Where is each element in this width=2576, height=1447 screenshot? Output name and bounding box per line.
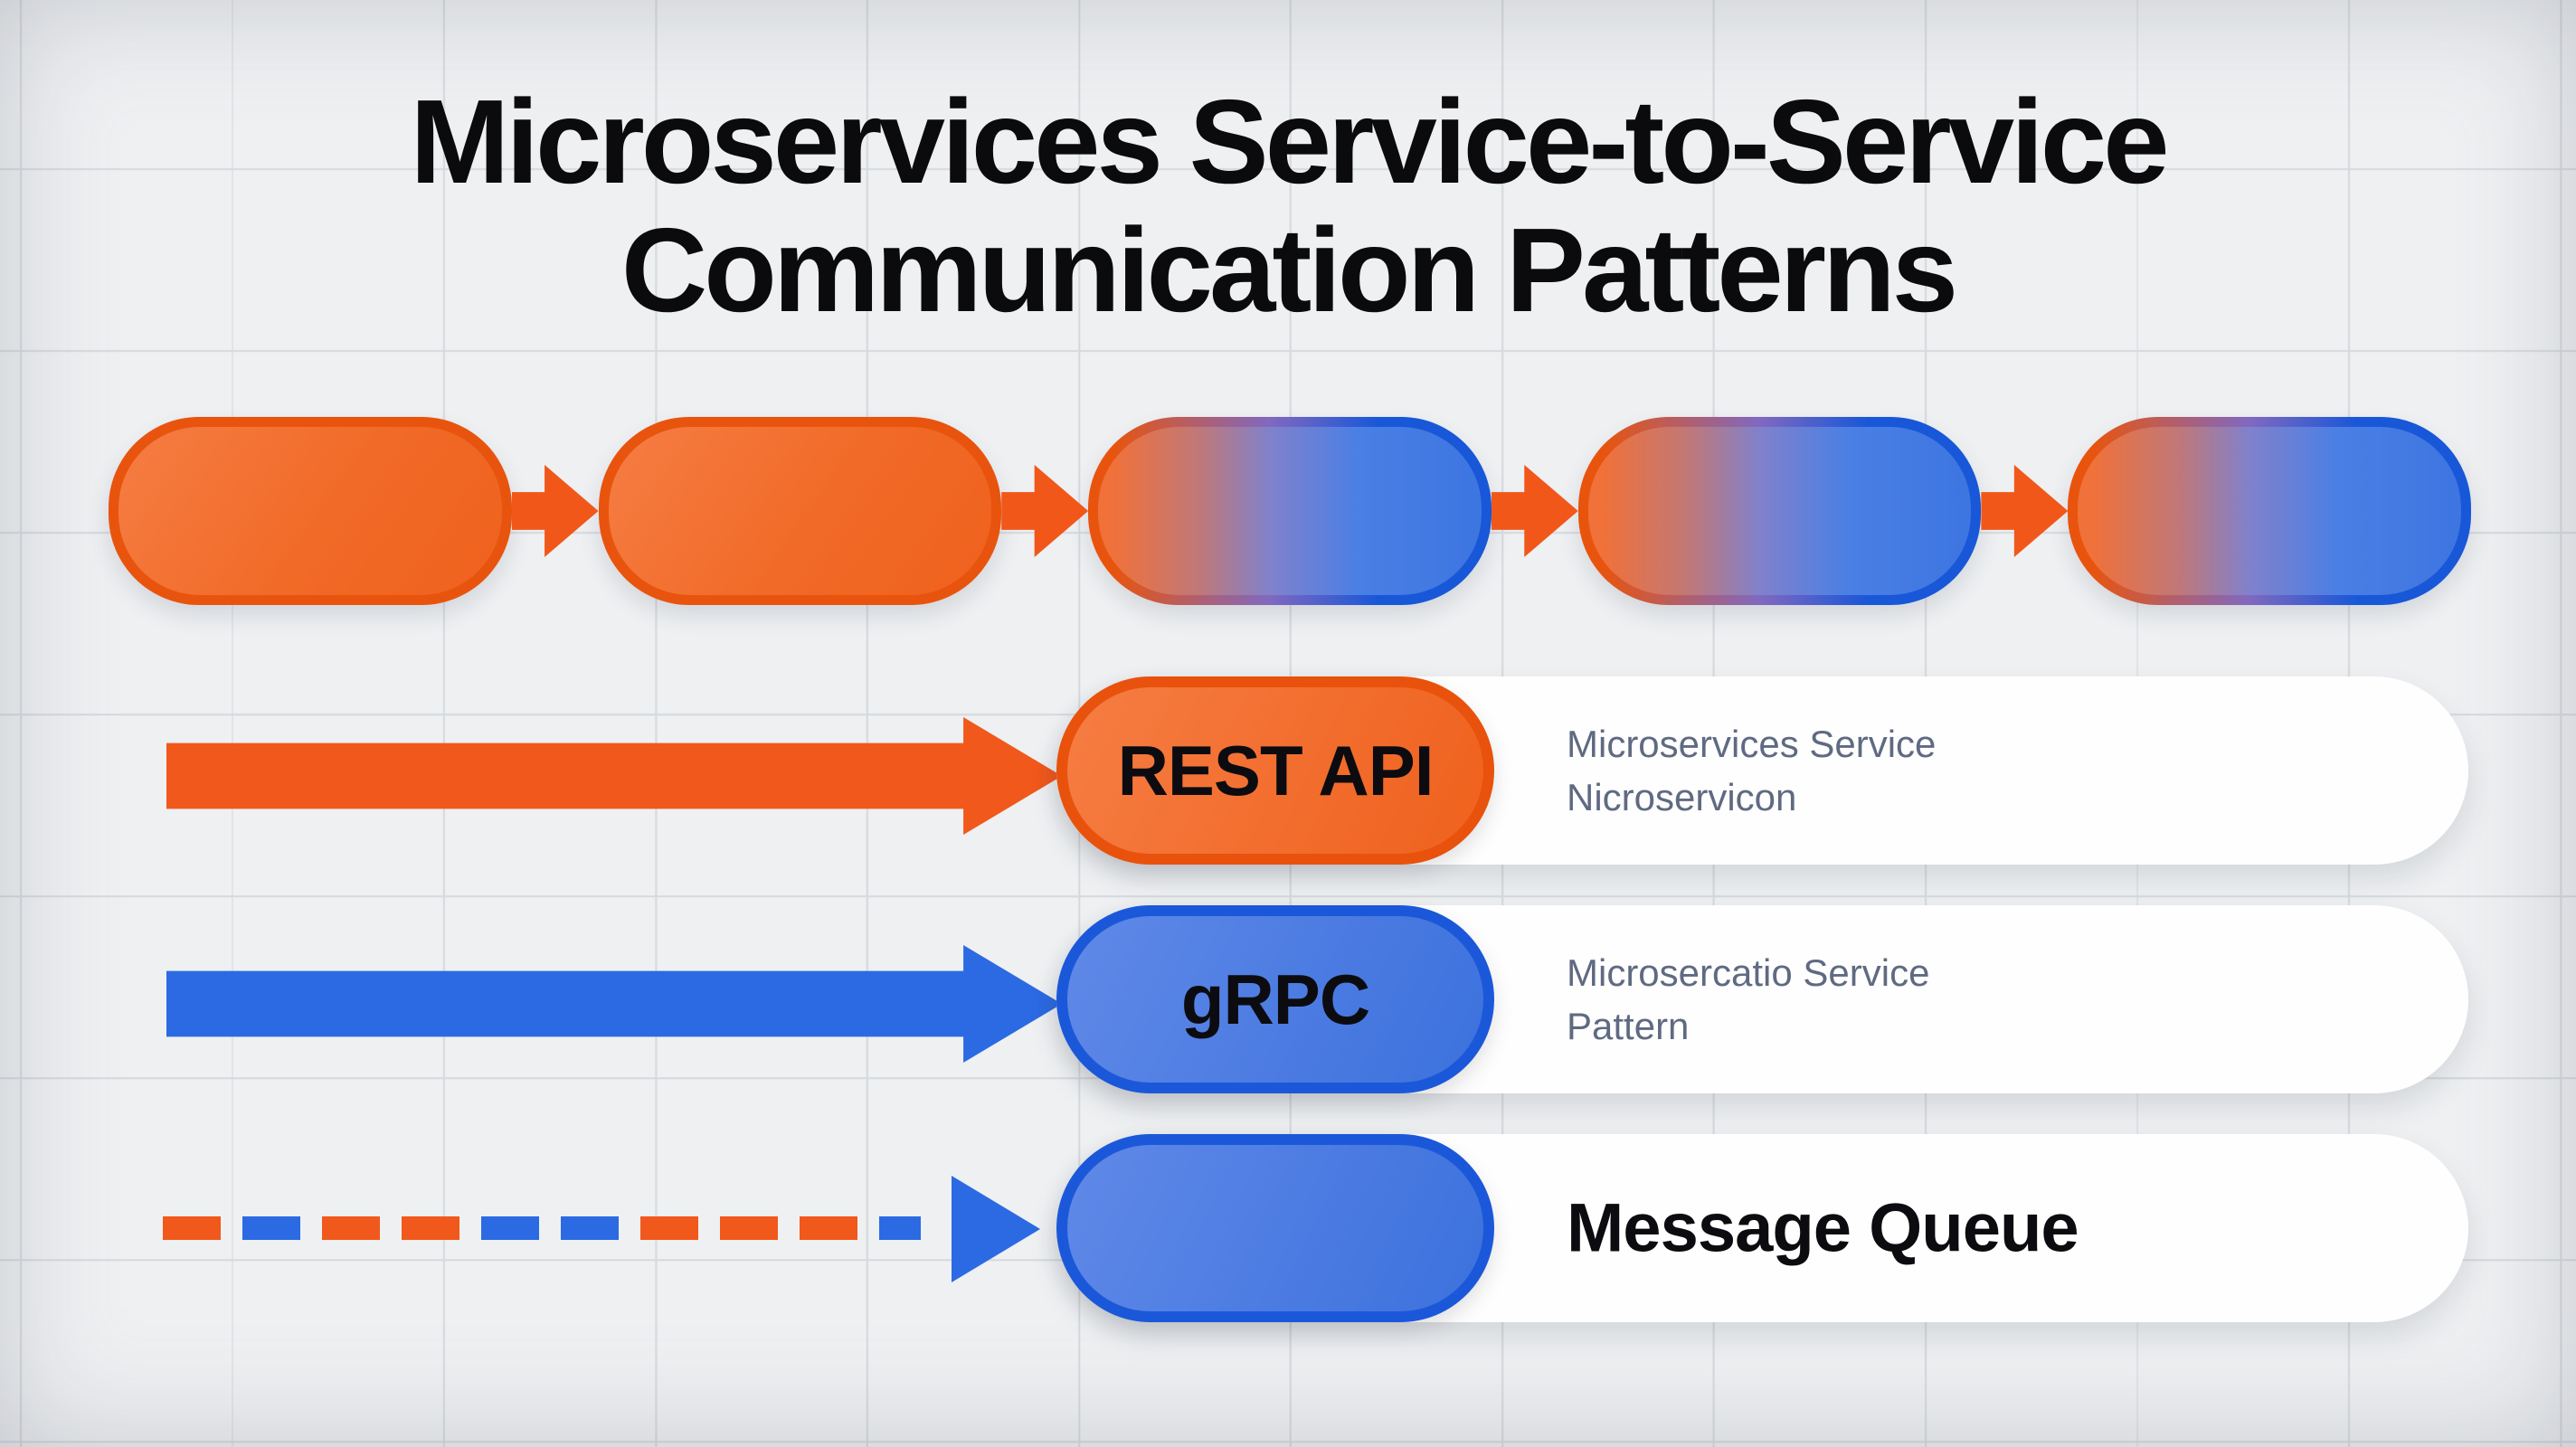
dash-icon	[481, 1216, 539, 1240]
grpc-description-line-2: Pattern	[1567, 1005, 1690, 1047]
rest-api-badge: REST API	[1056, 676, 1494, 865]
rest-api-card: REST API Microservices Service Nicroserv…	[1056, 676, 2468, 865]
grpc-arrow-icon	[166, 945, 1062, 1063]
rest-api-arrow-icon	[166, 717, 1062, 835]
flow-node-4-fill	[1587, 427, 1972, 595]
dash-icon	[640, 1216, 698, 1240]
dash-icon	[322, 1216, 380, 1240]
grpc-card: gRPC Microsercatio Service Pattern	[1056, 905, 2468, 1093]
rest-api-badge-label: REST API	[1067, 687, 1483, 854]
dash-icon	[242, 1216, 300, 1240]
message-queue-label: Message Queue	[1567, 1189, 2079, 1267]
grpc-description: Microsercatio Service Pattern	[1567, 946, 1929, 1053]
dash-icon	[561, 1216, 619, 1240]
page-title-line-1: Microservices Service-to-Service	[410, 75, 2169, 208]
message-queue-card: Message Queue	[1056, 1134, 2468, 1322]
flow-arrow-icon	[511, 465, 599, 557]
message-queue-arrowhead-icon	[952, 1176, 1040, 1282]
message-queue-badge-label	[1067, 1145, 1483, 1311]
dash-icon	[163, 1216, 221, 1240]
grpc-badge-label: gRPC	[1067, 916, 1483, 1083]
flow-arrow-icon	[1001, 465, 1089, 557]
flow-node-2-fill	[608, 427, 992, 595]
flow-node-3-fill	[1098, 427, 1482, 595]
flow-arrow-icon	[1981, 465, 2069, 557]
message-queue-badge	[1056, 1134, 1494, 1322]
flow-node-5	[2068, 417, 2471, 605]
dash-icon	[402, 1216, 459, 1240]
message-queue-dashed-arrow	[163, 1216, 921, 1240]
page-title: Microservices Service-to-Service Communi…	[0, 78, 2576, 335]
rest-api-description-line-2: Nicroservicon	[1567, 776, 1797, 818]
service-flow-row	[109, 417, 2471, 605]
flow-node-5-fill	[2078, 427, 2461, 595]
flow-node-1-fill	[118, 427, 502, 595]
flow-node-1	[109, 417, 512, 605]
grpc-badge: gRPC	[1056, 905, 1494, 1093]
rest-api-description: Microservices Service Nicroservicon	[1567, 717, 1936, 824]
flow-arrow-icon	[1491, 465, 1578, 557]
dash-icon	[800, 1216, 857, 1240]
flow-node-2	[598, 417, 1002, 605]
page-title-line-2: Communication Patterns	[620, 203, 1958, 336]
flow-node-3	[1088, 417, 1492, 605]
rest-api-description-line-1: Microservices Service	[1567, 723, 1937, 765]
dash-icon	[720, 1216, 778, 1240]
grpc-description-line-1: Microsercatio Service	[1567, 951, 1930, 994]
flow-node-4	[1577, 417, 1982, 605]
dash-icon	[879, 1216, 921, 1240]
